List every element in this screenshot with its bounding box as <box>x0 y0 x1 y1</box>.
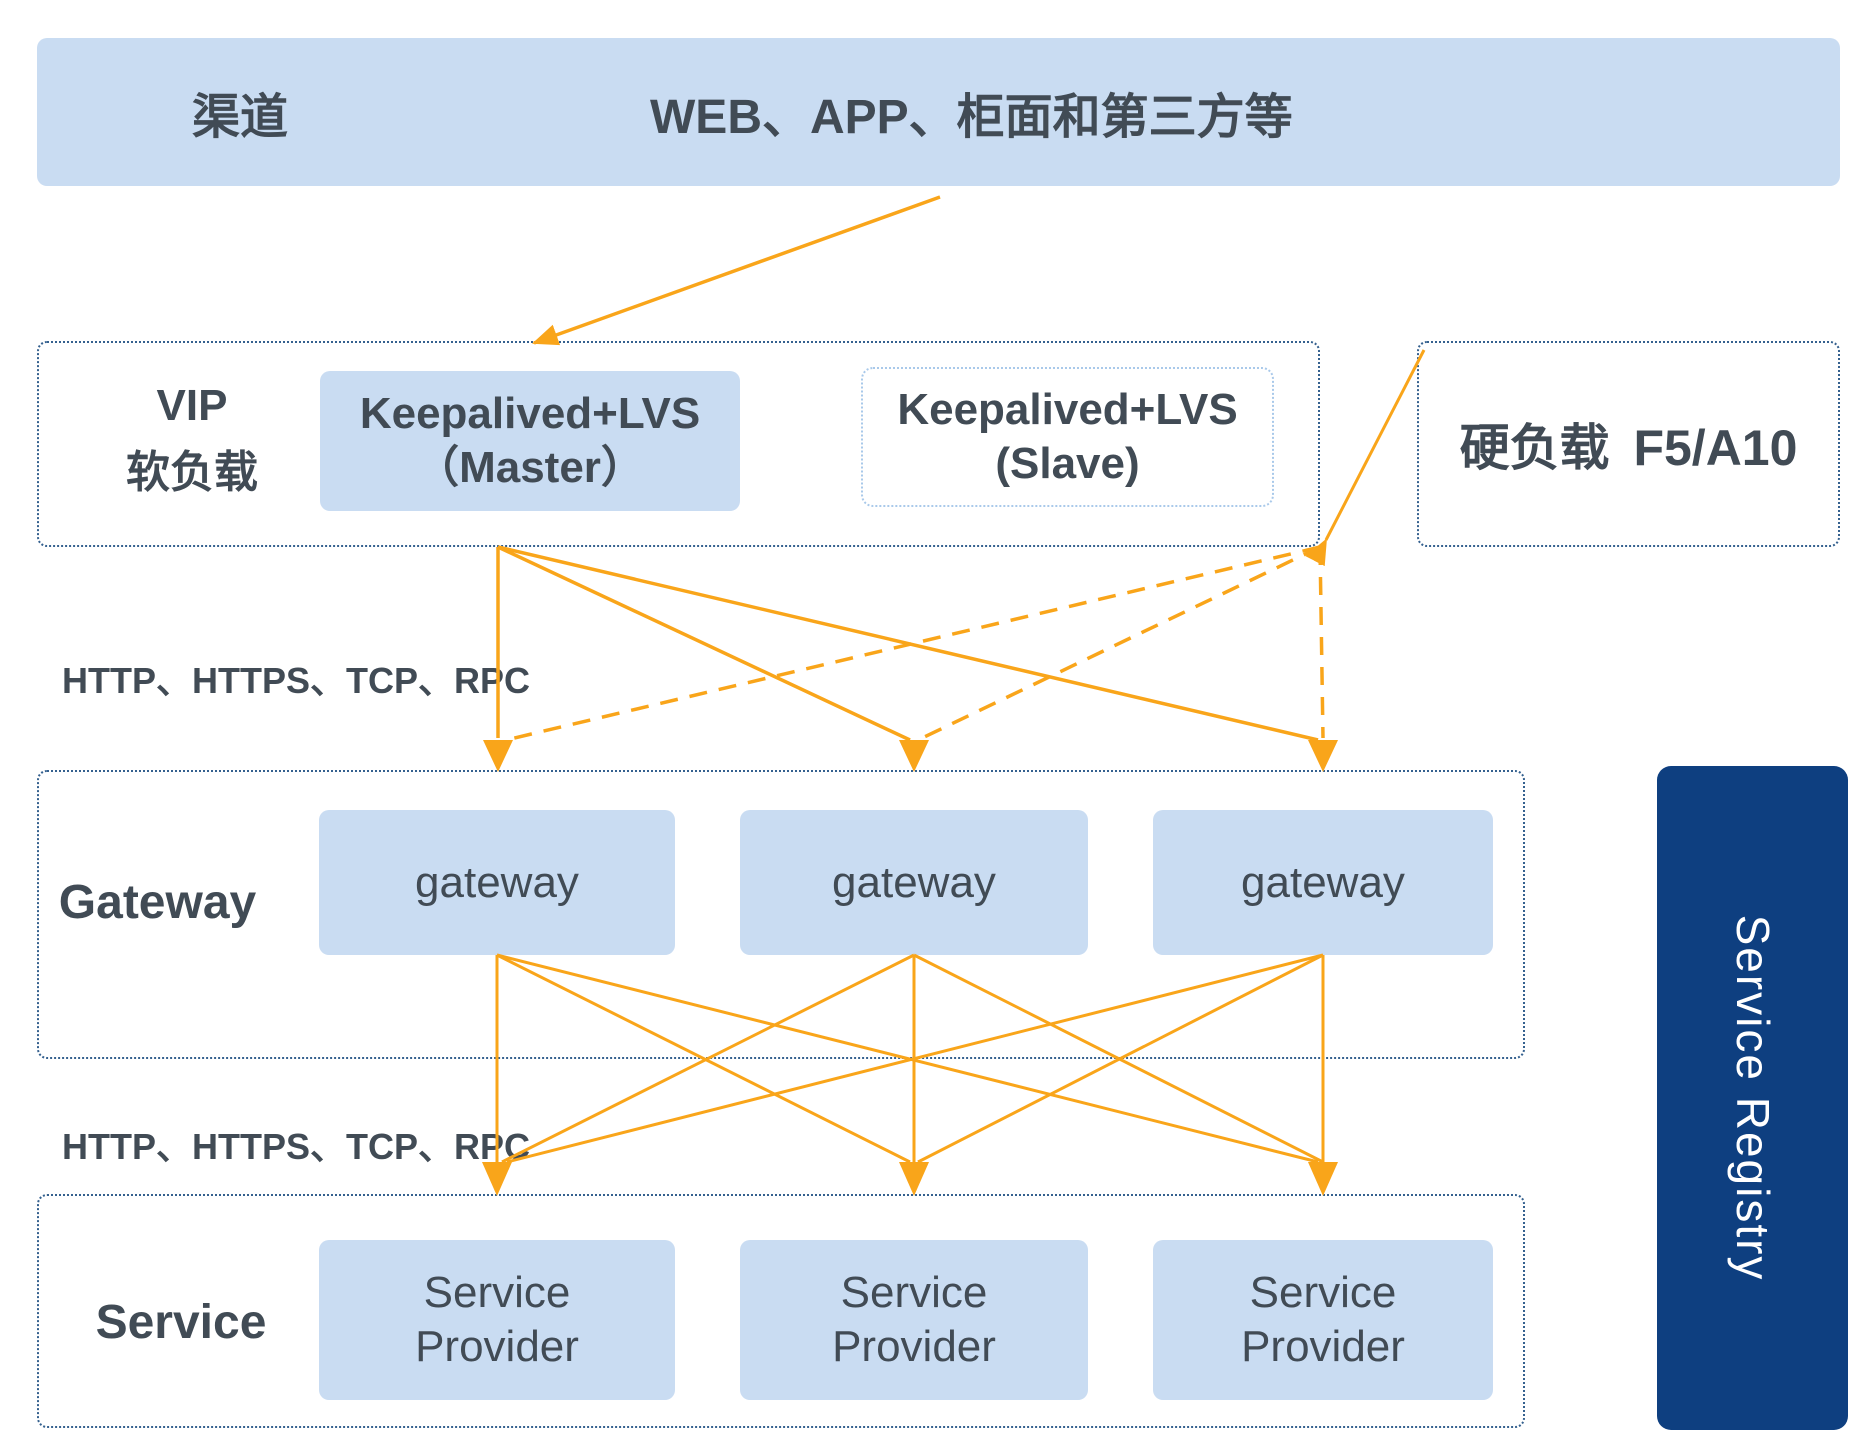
slave-node-line2: (Slave) <box>995 439 1140 488</box>
vip-softload-title: VIP 软负载 <box>92 372 292 506</box>
service-provider-3-line1: Service <box>1249 1268 1397 1317</box>
service-section-title: Service <box>95 1296 267 1349</box>
gateway-node-2: gateway <box>740 810 1088 955</box>
gateway-node-3: gateway <box>1153 810 1493 955</box>
service-provider-node-3: Service Provider <box>1153 1240 1493 1400</box>
arrowhead-service-3 <box>1308 1162 1338 1196</box>
gateway-node-2-label: gateway <box>832 857 996 907</box>
master-node-line1: Keepalived+LVS <box>359 389 701 438</box>
gateway-node-1-label: gateway <box>415 857 579 907</box>
gateway-service-protocol-label: HTTP、HTTPS、TCP、RPC <box>62 1126 531 1167</box>
keepalived-master-node: Keepalived+LVS （Master） <box>320 371 740 511</box>
channel-bar-label: 渠道 <box>192 91 289 144</box>
arrowhead-gateway-2 <box>899 740 929 772</box>
channel-bar: 渠道 WEB、APP、柜面和第三方等 <box>37 38 1840 186</box>
arrowhead-service-2 <box>899 1162 929 1196</box>
service-provider-node-1: Service Provider <box>319 1240 675 1400</box>
vip-title-line1: VIP <box>156 381 228 430</box>
service-provider-node-2: Service Provider <box>740 1240 1088 1400</box>
service-provider-2-line1: Service <box>840 1268 988 1317</box>
vip-gateway-protocol-label: HTTP、HTTPS、TCP、RPC <box>62 660 531 701</box>
service-registry-label: Service Registry <box>1726 914 1779 1282</box>
gateway-node-1: gateway <box>319 810 675 955</box>
edge-slave-to-gateway-2 <box>917 545 1321 742</box>
gateway-section-title: Gateway <box>58 876 257 929</box>
service-provider-1-line1: Service <box>423 1268 571 1317</box>
edge-vip-to-gateway-2 <box>497 545 911 742</box>
hard-loadbalancer-box: 硬负载 F5/A10 <box>1417 341 1840 547</box>
edge-channel-to-vip <box>531 195 941 346</box>
edge-vip-to-gateway-3 <box>497 545 1319 742</box>
service-provider-1-line2: Provider <box>415 1322 579 1371</box>
edge-slave-to-gateway-1 <box>505 545 1321 742</box>
vip-title-line2: 软负载 <box>126 448 258 497</box>
edge-vip-to-f5 <box>1305 349 1426 567</box>
service-provider-2-line2: Provider <box>832 1322 996 1371</box>
channel-bar-content: WEB、APP、柜面和第三方等 <box>650 91 1293 144</box>
hard-loadbalancer-label: 硬负载 F5/A10 <box>1459 420 1798 476</box>
service-provider-3-line2: Provider <box>1241 1322 1405 1371</box>
keepalived-slave-node: Keepalived+LVS (Slave) <box>861 367 1274 507</box>
arrowhead-gateway-1 <box>483 740 513 772</box>
master-node-line2: （Master） <box>415 443 645 492</box>
arrowhead-gateway-3 <box>1308 740 1338 772</box>
gateway-node-3-label: gateway <box>1241 857 1405 907</box>
edge-slave-to-gateway-3 <box>1318 546 1325 739</box>
slave-node-line1: Keepalived+LVS <box>897 385 1238 434</box>
service-registry-bar: Service Registry <box>1657 766 1848 1430</box>
